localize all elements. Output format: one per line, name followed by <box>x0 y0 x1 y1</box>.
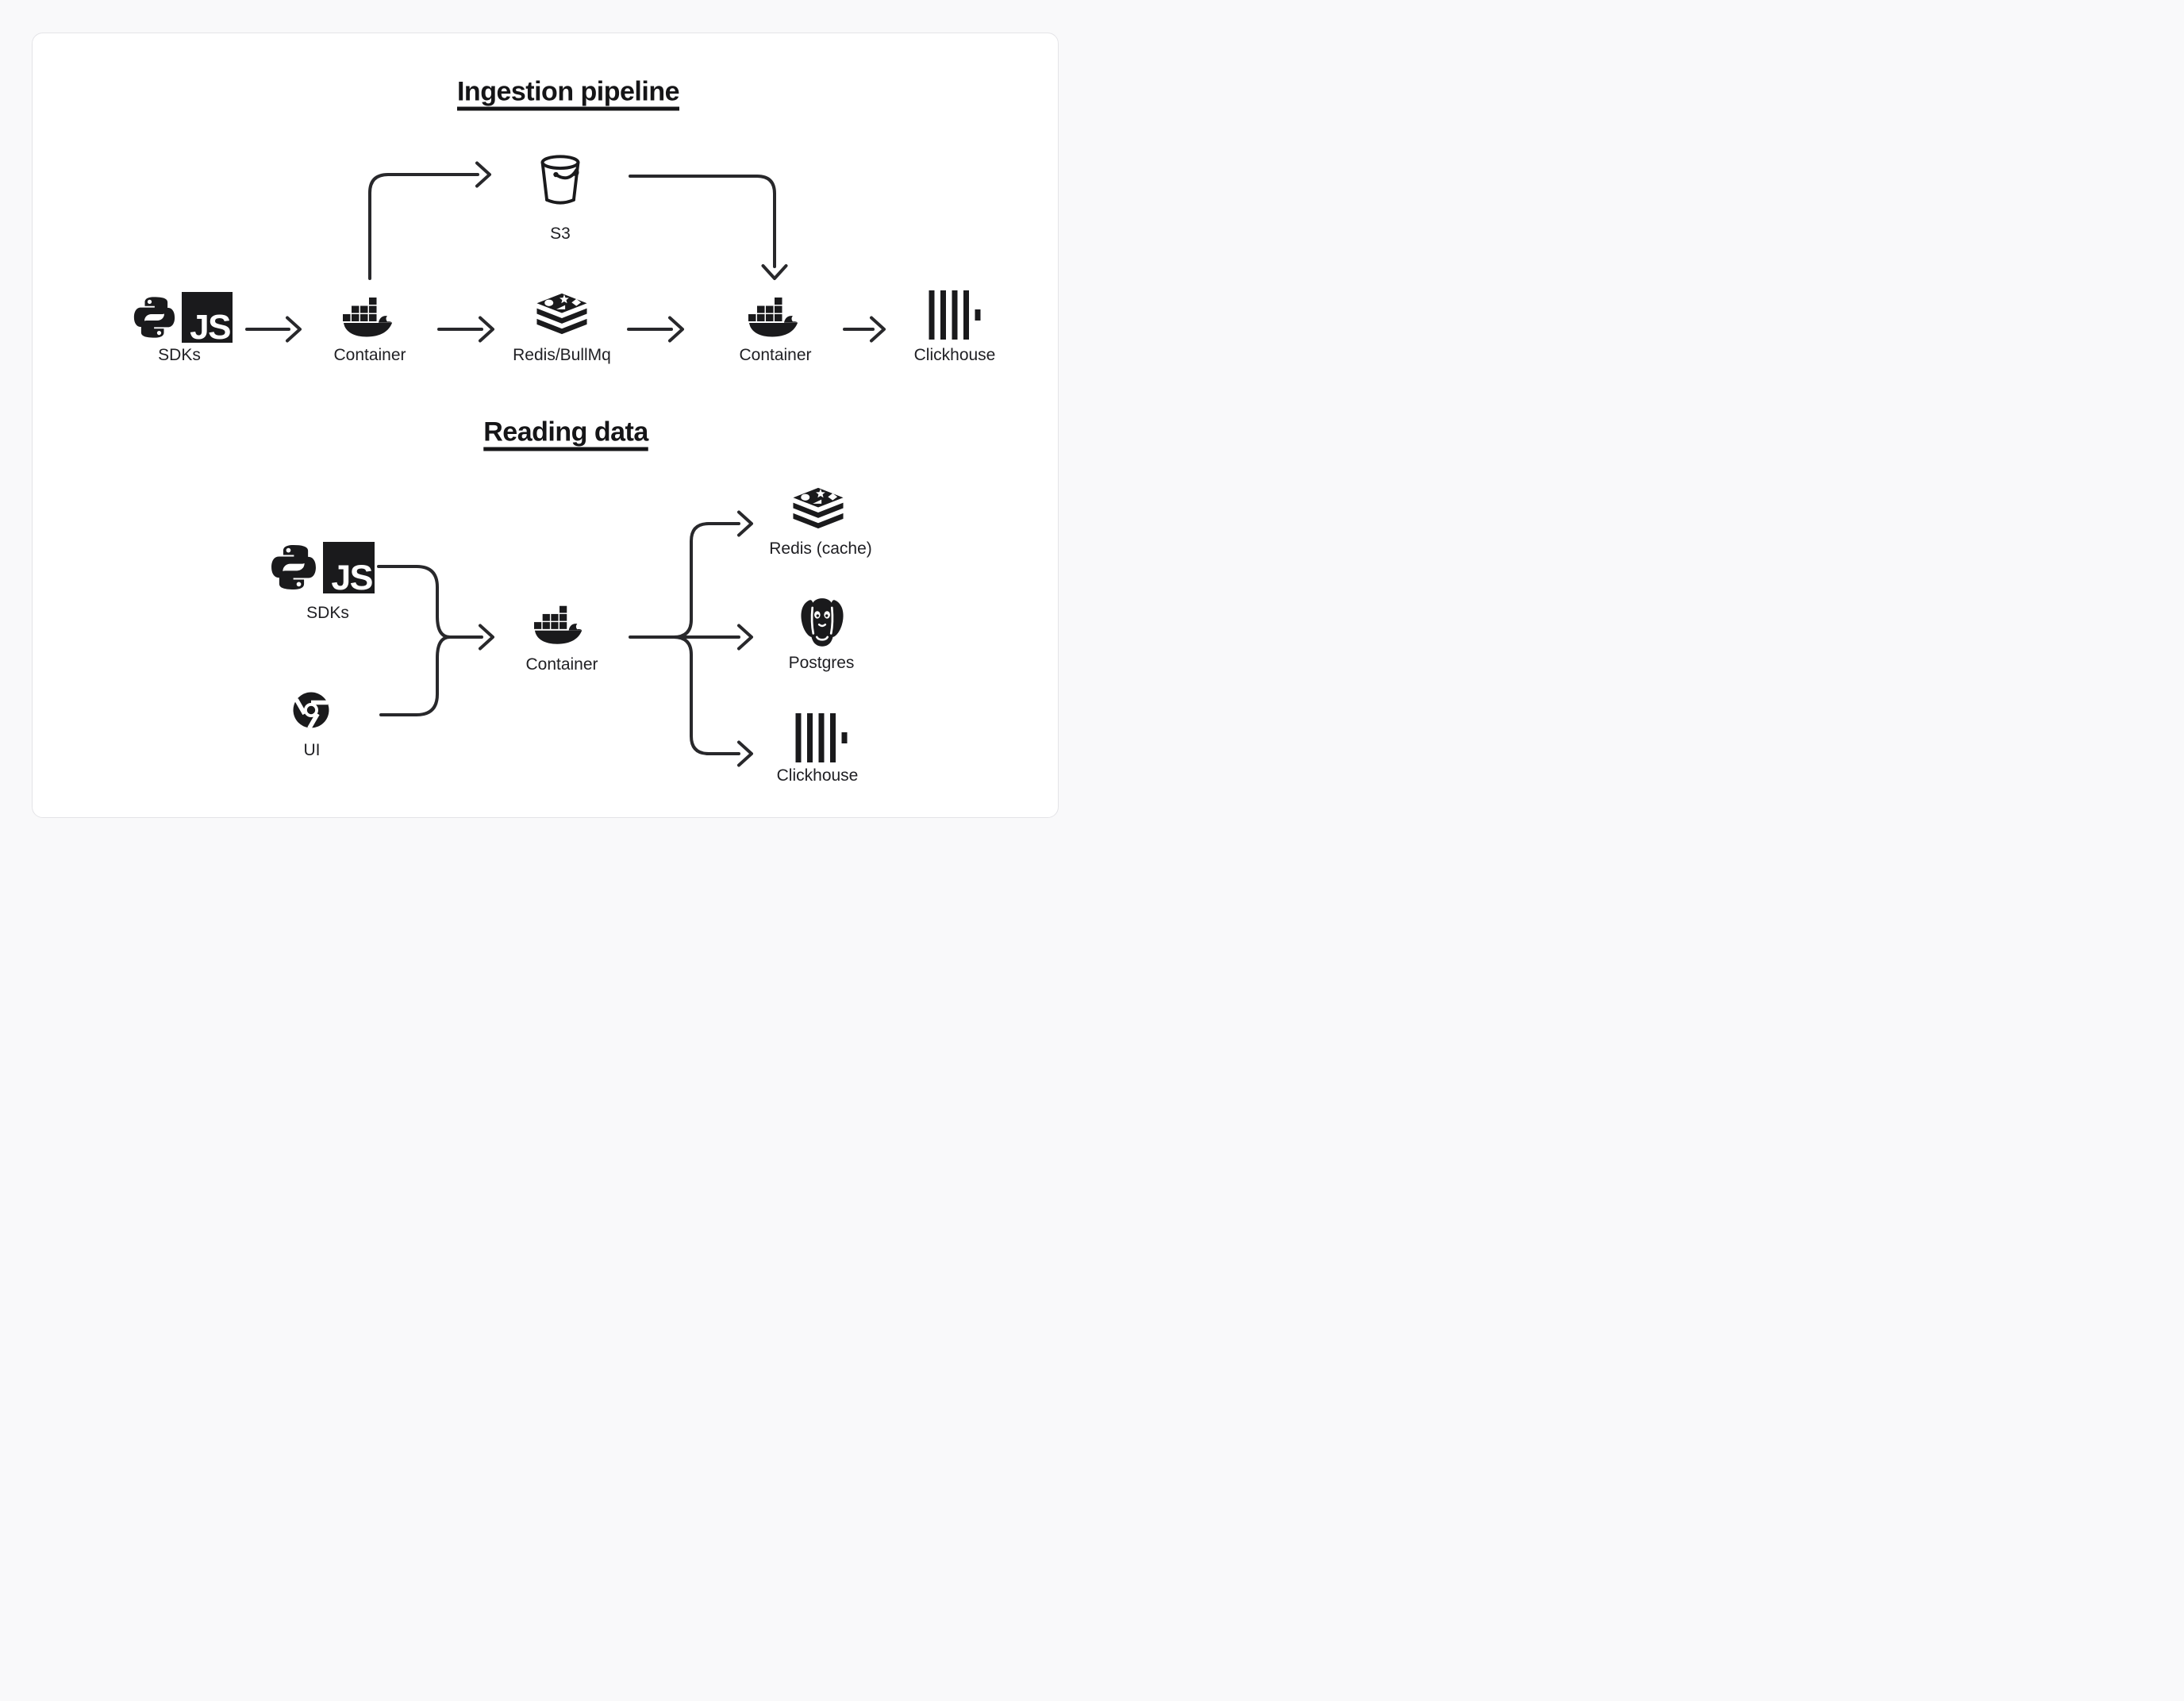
node-icons <box>795 713 848 762</box>
clickhouse-icon <box>795 713 848 762</box>
docker-icon <box>748 298 802 337</box>
connector-layer <box>245 161 886 767</box>
node-label: S3 <box>550 225 571 243</box>
edge-read-ui-to-container <box>379 635 452 716</box>
node-label: SDKs <box>306 604 349 622</box>
node-icons: JS <box>133 288 233 347</box>
chrome-icon <box>292 691 330 729</box>
section-title-ingestion: Ingestion pipeline <box>456 76 680 107</box>
node-label: Container <box>525 655 598 674</box>
node-label: Clickhouse <box>913 346 996 364</box>
javascript-icon: JS <box>182 292 233 343</box>
arrowhead-icon <box>668 316 684 343</box>
edge-ing-container-to-redis <box>437 316 494 343</box>
edge-ing-s3-to-container2 <box>629 175 788 280</box>
node-icons <box>539 149 582 213</box>
edge-ing-container-to-s3 <box>368 161 491 280</box>
node-icons <box>292 691 330 729</box>
javascript-icon: JS <box>323 541 375 593</box>
edge-read-sdks-to-container <box>377 565 494 651</box>
s3-bucket-icon <box>539 149 582 213</box>
arrowhead-icon <box>475 161 491 188</box>
node-label: Redis (cache) <box>769 539 872 558</box>
svg-text:JS: JS <box>190 308 230 343</box>
node-icons: JS <box>270 538 375 597</box>
redis-icon <box>792 487 845 532</box>
section-title-reading: Reading data <box>483 417 648 447</box>
python-icon <box>270 538 317 597</box>
node-icons <box>534 605 586 645</box>
edge-ing-redis-to-container2 <box>627 316 684 343</box>
node-label: SDKs <box>158 346 201 364</box>
arrowhead-icon <box>286 316 302 343</box>
node-icons <box>536 293 589 338</box>
edge-read-container-to-postgres <box>629 624 753 651</box>
arrowhead-icon <box>737 740 753 767</box>
arrowhead-icon <box>737 510 753 537</box>
edge-ing-container2-to-clickhouse <box>843 316 886 343</box>
edge-read-container-to-redis <box>672 510 753 639</box>
node-icons <box>343 298 397 337</box>
node-label: Container <box>739 346 812 364</box>
node-label: UI <box>303 741 321 759</box>
arrowhead-icon <box>870 316 886 343</box>
node-icons <box>792 487 845 532</box>
arrowhead-icon <box>761 264 788 280</box>
node-label: Clickhouse <box>776 766 859 785</box>
node-icons <box>748 298 802 337</box>
node-icons <box>929 290 981 340</box>
clickhouse-icon <box>929 290 981 340</box>
redis-icon <box>536 293 589 338</box>
python-icon <box>133 288 176 347</box>
node-label: Redis/BullMq <box>513 346 611 364</box>
node-label: Container <box>333 346 406 364</box>
arrowhead-icon <box>479 624 494 651</box>
edge-read-container-to-clickhouse <box>672 635 753 767</box>
arrowhead-icon <box>479 316 494 343</box>
page: { "page": { "background": "#f9f9fa", "ca… <box>0 0 1092 850</box>
edge-ing-sdks-to-container <box>245 316 302 343</box>
node-label: Postgres <box>788 654 855 672</box>
node-icons <box>798 597 847 649</box>
arrowhead-icon <box>737 624 753 651</box>
svg-text:JS: JS <box>331 558 372 593</box>
postgres-icon <box>798 597 847 649</box>
docker-icon <box>534 605 586 645</box>
diagram-card <box>32 33 1059 818</box>
docker-icon <box>343 298 397 337</box>
